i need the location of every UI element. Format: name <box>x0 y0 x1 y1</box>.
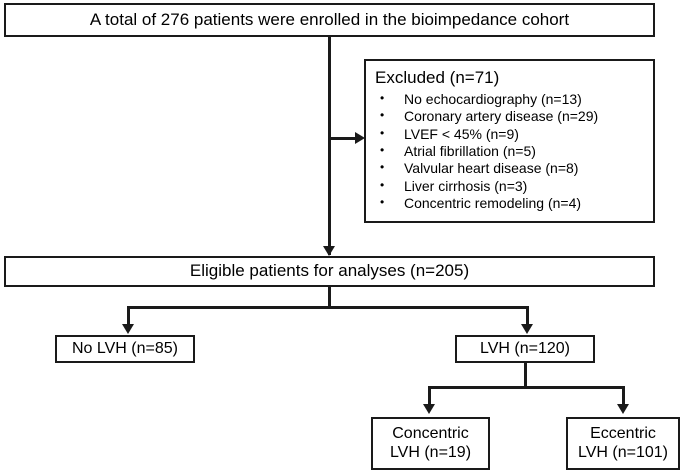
lvh-split-stem <box>524 363 527 387</box>
list-item: Liver cirrhosis (n=3) <box>375 177 647 195</box>
eccentric-drop-connector <box>622 386 625 406</box>
list-item: Valvular heart disease (n=8) <box>375 159 647 177</box>
eligible-label: Eligible patients for analyses (n=205) <box>189 261 470 281</box>
eligible-split-stem <box>328 287 331 308</box>
excluded-branch-connector <box>331 137 357 140</box>
lvh-box: LVH (n=120) <box>455 335 595 363</box>
lvh-drop-connector <box>526 306 529 326</box>
excluded-arrowhead-icon <box>355 132 365 144</box>
concentric-lvh-label-line1: Concentric <box>392 424 469 442</box>
eccentric-lvh-label-line2: LVH (n=101) <box>578 443 668 461</box>
enrollment-label: A total of 276 patients were enrolled in… <box>89 9 570 29</box>
list-item: No echocardiography (n=13) <box>375 90 647 108</box>
excluded-title: Excluded (n=71) <box>375 68 500 87</box>
no-lvh-drop-connector <box>127 306 130 326</box>
eligible-split-bar <box>127 306 529 309</box>
enrollment-box: A total of 276 patients were enrolled in… <box>4 3 655 37</box>
lvh-label: LVH (n=120) <box>480 339 570 357</box>
eccentric-arrowhead-icon <box>617 404 629 414</box>
list-item: LVEF < 45% (n=9) <box>375 125 647 143</box>
excluded-box: Excluded (n=71) No echocardiography (n=1… <box>364 59 655 223</box>
concentric-arrowhead-icon <box>423 404 435 414</box>
excluded-criteria-list: No echocardiography (n=13) Coronary arte… <box>375 90 647 212</box>
no-lvh-arrowhead-icon <box>122 324 134 334</box>
eligible-arrowhead-icon <box>323 246 335 256</box>
concentric-drop-connector <box>428 386 431 406</box>
lvh-arrowhead-icon <box>521 324 533 334</box>
list-item: Atrial fibrillation (n=5) <box>375 142 647 160</box>
no-lvh-label: No LVH (n=85) <box>72 339 178 357</box>
concentric-lvh-box: Concentric LVH (n=19) <box>371 417 490 470</box>
concentric-lvh-label-line2: LVH (n=19) <box>389 443 472 461</box>
list-item: Coronary artery disease (n=29) <box>375 107 647 125</box>
eccentric-lvh-label-line1: Eccentric <box>590 424 656 442</box>
list-item: Concentric remodeling (n=4) <box>375 194 647 212</box>
eccentric-lvh-box: Eccentric LVH (n=101) <box>566 417 680 470</box>
lvh-split-bar <box>428 386 625 389</box>
no-lvh-box: No LVH (n=85) <box>55 335 195 363</box>
eligible-box: Eligible patients for analyses (n=205) <box>4 256 655 287</box>
main-trunk-connector <box>328 36 331 255</box>
